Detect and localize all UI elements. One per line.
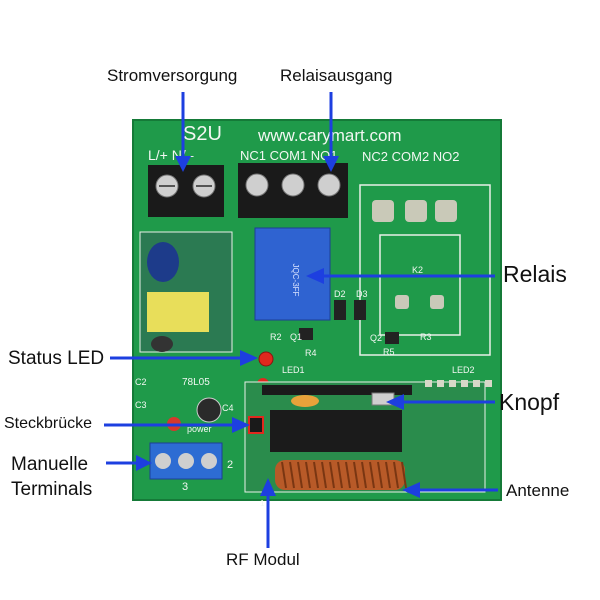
antenna-winding	[369, 461, 375, 489]
q2-label: Q2	[370, 333, 382, 343]
power-capacitor-2	[151, 336, 173, 352]
manual-terminal-screw-3	[201, 453, 217, 469]
label-button: Knopf	[499, 389, 560, 415]
antenna-winding	[377, 461, 383, 489]
transistor-q1	[299, 328, 313, 340]
antenna-winding	[385, 461, 391, 489]
antenna-winding	[321, 461, 327, 489]
arrow-rf-module-head	[260, 478, 276, 496]
antenna-winding	[393, 461, 399, 489]
antenna-winding	[329, 461, 335, 489]
header-pin	[473, 380, 480, 387]
board-url: www.carymart.com	[257, 126, 402, 145]
c2-label: C2	[135, 377, 147, 387]
label-antenna: Antenne	[506, 481, 570, 500]
diode-d3	[354, 300, 366, 320]
arrow-status-led-head	[240, 350, 258, 366]
relay1-terminal-screw-2	[281, 173, 305, 197]
r2-label: R2	[270, 332, 282, 342]
relay2-footprint	[359, 184, 491, 356]
label-jumper: Steckbrücke	[4, 415, 93, 432]
arrow-relay-output-head	[323, 156, 339, 172]
transistor-q2	[385, 332, 399, 344]
led2-header	[425, 380, 492, 387]
q1-label: Q1	[290, 332, 302, 342]
antenna-winding	[401, 461, 407, 489]
rf-header	[262, 385, 412, 395]
label-manual-terminals-line1: Manuelle	[11, 454, 89, 475]
c3-label: C3	[135, 400, 147, 410]
r5-label: R5	[383, 347, 395, 357]
ic-78l05-label: 78L05	[182, 377, 210, 388]
header-pin	[437, 380, 444, 387]
relay1-terminal-screw-1	[245, 173, 269, 197]
header-pin	[485, 380, 492, 387]
status-led	[258, 351, 274, 367]
label-status-led: Status LED	[8, 348, 105, 369]
terminal-num-2: 2	[227, 459, 233, 471]
terminal-num-3: 3	[182, 481, 188, 493]
relay2-pins-label: NC2 COM2 NO2	[362, 149, 460, 164]
arrow-relay-head	[306, 268, 324, 284]
rf-ic-chip	[270, 410, 402, 452]
power-transformer	[147, 292, 209, 332]
antenna-winding	[345, 461, 351, 489]
d2-label: D2	[334, 289, 346, 299]
header-pin	[449, 380, 456, 387]
label-rf-module: RF Modul	[226, 550, 300, 569]
electrolytic-capacitor	[196, 397, 222, 423]
r4-label: R4	[305, 348, 317, 358]
relay1-pins-label: NC1 COM1 NO1	[240, 148, 338, 163]
antenna-winding	[305, 461, 311, 489]
manual-terminal-screw-2	[178, 453, 194, 469]
relay2-pad-mid	[405, 200, 427, 222]
manual-terminal-screw-1	[155, 453, 171, 469]
arrow-manual-terminals-head	[136, 455, 152, 471]
crystal	[291, 395, 319, 407]
board-model: S2U	[183, 123, 222, 145]
arrow-power-supply-head	[175, 156, 191, 172]
relay2-pad-left	[372, 200, 394, 222]
c4-label: C4	[222, 403, 234, 413]
label-power-supply: Stromversorgung	[107, 66, 238, 85]
jumper	[248, 416, 264, 434]
relay2-coil-outline	[379, 234, 461, 336]
antenna-winding	[281, 461, 287, 489]
led2-label: LED2	[452, 365, 475, 375]
arrow-antenna-head	[402, 482, 420, 498]
label-manual-terminals-line2: Terminals	[11, 479, 93, 500]
relay1-body	[254, 227, 331, 321]
label-relay: Relais	[503, 261, 567, 287]
diode-d2	[334, 300, 346, 320]
relay2-pad-right	[435, 200, 457, 222]
relay2-pad-bottom-left	[395, 295, 409, 309]
d3-label: D3	[356, 289, 368, 299]
pcb-code-label: 1	[260, 499, 265, 508]
r3-label: R3	[420, 332, 432, 342]
antenna-windings	[281, 461, 407, 489]
antenna-winding	[337, 461, 343, 489]
led1-label: LED1	[282, 365, 305, 375]
power-capacitor	[147, 242, 179, 282]
antenna-winding	[353, 461, 359, 489]
power-label: power	[187, 424, 212, 434]
antenna-winding	[313, 461, 319, 489]
k2-label: K2	[412, 265, 423, 275]
antenna-winding	[297, 461, 303, 489]
relay2-pad-bottom-right	[430, 295, 444, 309]
arrow-jumper-head	[232, 417, 250, 433]
callout-arrows	[104, 92, 498, 548]
header-pin	[425, 380, 432, 387]
pcb-inner-shade	[132, 119, 502, 501]
relay1-terminal-screw-3	[317, 173, 341, 197]
arrow-button-head	[386, 394, 404, 410]
header-pin	[461, 380, 468, 387]
antenna-winding	[361, 461, 367, 489]
relay1-model-text: JQC-3FF	[291, 264, 300, 297]
label-relay-output: Relaisausgang	[280, 66, 393, 85]
antenna-winding	[289, 461, 295, 489]
